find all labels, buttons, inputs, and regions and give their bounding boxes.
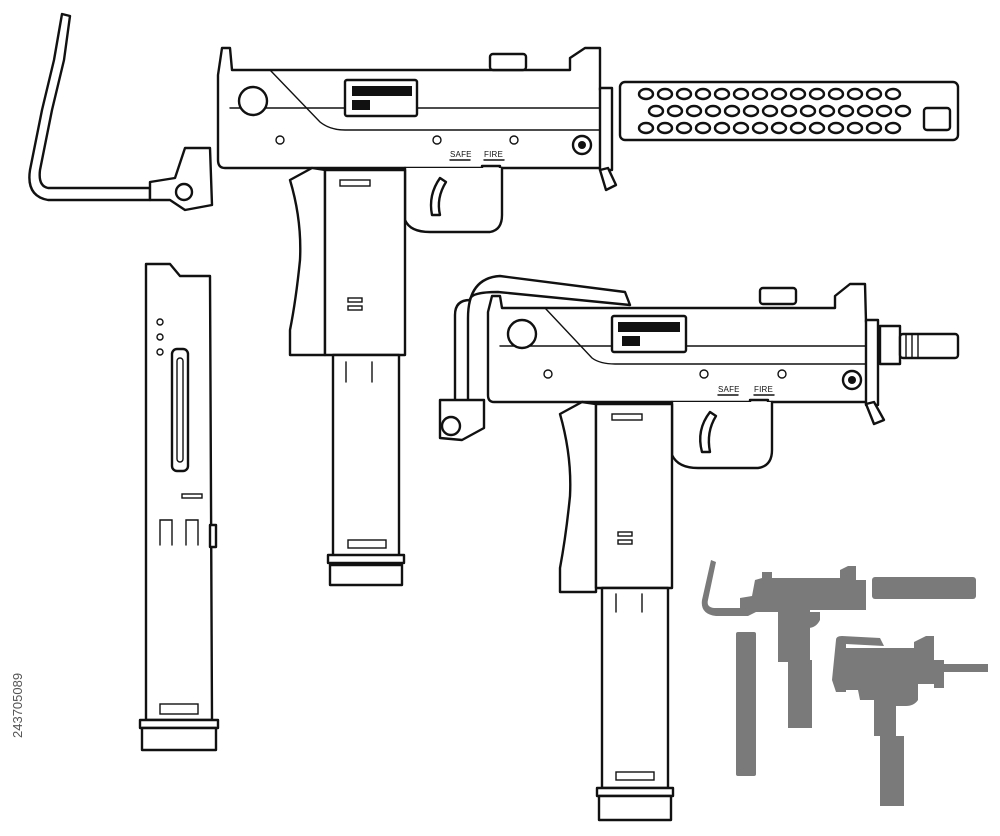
- suppressor-hole: [713, 87, 731, 101]
- suppressor-hole: [846, 121, 864, 135]
- suppressor-hole: [704, 104, 722, 118]
- threaded-barrel: [898, 332, 960, 360]
- suppressor-hole: [818, 104, 836, 118]
- barrel-collar: [878, 324, 902, 366]
- extended-magazine: [331, 353, 401, 567]
- trigger-2: [699, 410, 718, 454]
- suppressor-hole: [694, 87, 712, 101]
- suppressor-hole: [875, 104, 893, 118]
- suppressor-hole: [799, 104, 817, 118]
- safe-label-2: SAFE: [718, 385, 740, 394]
- suppressor-hole: [884, 87, 902, 101]
- silhouette-smg-suppressed: [701, 560, 976, 728]
- suppressor-hole: [780, 104, 798, 118]
- suppressor-hole: [742, 104, 760, 118]
- suppressor-hole: [723, 104, 741, 118]
- suppressor-holes: [637, 87, 912, 135]
- safe-label: SAFE: [450, 150, 472, 159]
- magazine-body: [144, 262, 214, 722]
- cocking-knob-2: [758, 286, 798, 306]
- stock-hinge: [148, 146, 214, 212]
- suppressor-hole: [685, 104, 703, 118]
- magazine: [138, 262, 220, 752]
- suppressor-hole: [675, 121, 693, 135]
- suppressor-hole: [827, 121, 845, 135]
- suppressor-hole: [865, 87, 883, 101]
- rear-sight-ring-2: [506, 318, 538, 350]
- suppressor-hole: [751, 87, 769, 101]
- suppressor-hole: [637, 121, 655, 135]
- suppressor-hole: [789, 121, 807, 135]
- suppressor-hole: [894, 104, 912, 118]
- suppressor-hole: [713, 121, 731, 135]
- grip-2: [558, 400, 598, 594]
- suppressor-hole: [647, 104, 665, 118]
- suppressor-hole: [827, 87, 845, 101]
- suppressor-hole: [770, 121, 788, 135]
- ejection-port-2: [610, 314, 688, 354]
- suppressor-hole: [846, 87, 864, 101]
- suppressor-hole: [732, 121, 750, 135]
- fire-label: FIRE: [484, 150, 503, 159]
- grip: [288, 166, 327, 357]
- suppressor-hole: [770, 87, 788, 101]
- suppressor-hole: [694, 121, 712, 135]
- fire-label-2: FIRE: [754, 385, 773, 394]
- smg-without-suppressor: SAFE FIRE: [438, 274, 960, 822]
- suppressor-hole: [761, 104, 779, 118]
- suppressor-hole: [837, 104, 855, 118]
- trigger: [429, 176, 448, 217]
- suppressor-hole: [808, 121, 826, 135]
- stock-hinge-pin: [174, 182, 194, 202]
- silhouettes: [701, 560, 988, 806]
- silhouette-smg: [832, 636, 988, 806]
- silhouette-magazine: [736, 632, 756, 776]
- grip-body-2: [594, 402, 674, 590]
- cocking-knob: [488, 52, 528, 72]
- smg-with-suppressor: SAFE FIRE: [28, 12, 960, 587]
- trigger-guard-2: [670, 400, 774, 470]
- grip-body: [323, 168, 407, 357]
- suppressor-hole: [656, 121, 674, 135]
- suppressor-hole: [675, 87, 693, 101]
- suppressor-hole: [789, 87, 807, 101]
- suppressor-hole: [865, 121, 883, 135]
- trigger-guard: [403, 166, 504, 234]
- ejection-port: [343, 78, 419, 118]
- suppressor-hole: [884, 121, 902, 135]
- suppressor-hole: [856, 104, 874, 118]
- extended-magazine-2: [600, 586, 670, 790]
- magazine-window: [170, 347, 190, 473]
- suppressor-hole: [666, 104, 684, 118]
- suppressor-hole: [732, 87, 750, 101]
- folded-stock: [453, 274, 632, 422]
- wire-stock: [28, 12, 152, 202]
- suppressor-hole: [751, 121, 769, 135]
- suppressor-hole: [656, 87, 674, 101]
- stock-id-watermark: 243705089: [10, 672, 25, 738]
- suppressor-hole: [637, 87, 655, 101]
- rear-sight-ring: [237, 85, 269, 117]
- suppressor-hole: [808, 87, 826, 101]
